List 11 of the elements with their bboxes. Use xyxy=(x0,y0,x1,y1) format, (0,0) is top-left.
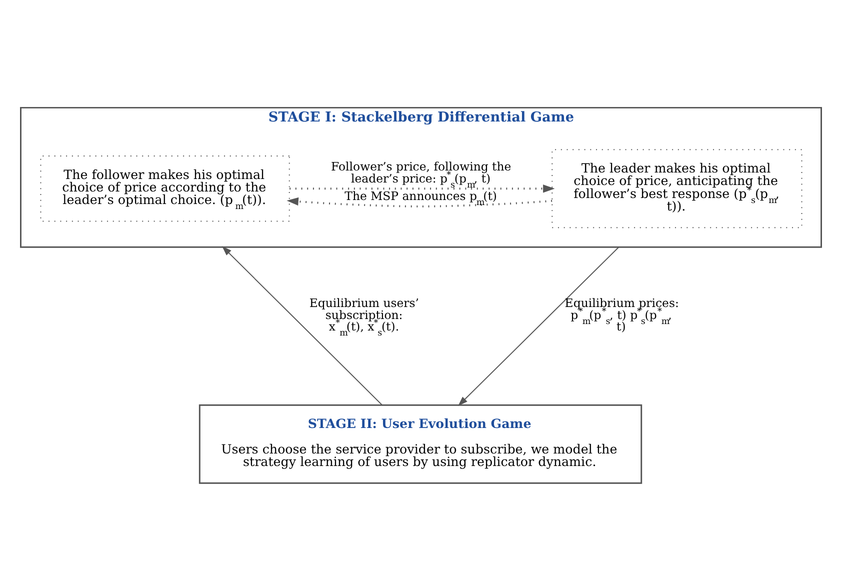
arrow xyxy=(290,184,555,192)
node-box: The follower makes his optimal choice of price according to the leader’s optimal choice. (p$_{m}$(t)). xyxy=(40,154,290,222)
edge-label: The MSP announces p$_{m}$(t) xyxy=(344,188,497,208)
node-box: STAGE II: User Evolution Game Users choose the service provider to subscribe, we model the strategy learning of users by using replicator dynamic. xyxy=(198,404,642,484)
edge-label: Follower’s price, following the leader’s price: p$^{*}$$_{s}$(p$_{m}$, t) xyxy=(331,159,512,190)
arrow xyxy=(458,246,620,406)
node-box: The leader makes his optimal choice of price, anticipating the follower’s best response (p$^{*}$$_{s}$(p$_{m}$, t)). xyxy=(552,148,802,228)
arrow xyxy=(222,246,383,405)
arrow xyxy=(286,196,552,207)
edge-label: Equilibrium prices: p$^{*}$$_{m}$(p$^{*}$$_{s}$, t) p$^{*}$$_{s}$(p$^{*}$$_{m}$, t) xyxy=(564,296,679,334)
edge-label: Equilibrium users’ subscription: x$^{*}$$_{m}$(t), x$^{*}$$_{s}$(t). xyxy=(309,296,419,338)
